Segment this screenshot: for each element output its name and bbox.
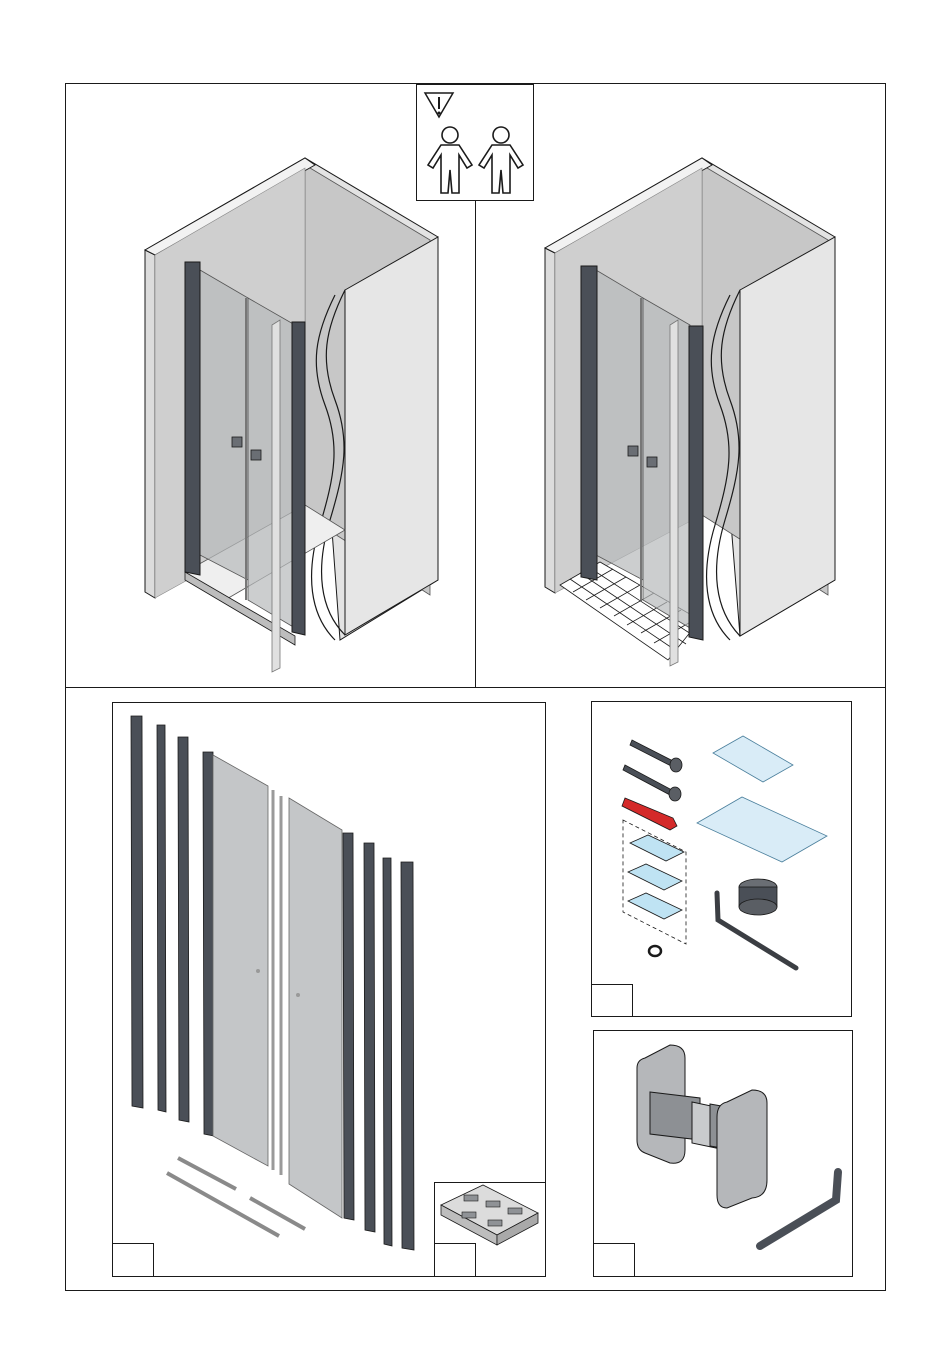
two-person-notice [416,84,534,201]
profiles-label-box [112,1243,154,1277]
person-icon [479,127,523,193]
vertical-divider [475,200,476,688]
handle-label-box [593,1243,635,1277]
end-cap-label-box [434,1243,476,1277]
handle-box [593,1030,853,1277]
warning-triangle-icon [417,85,535,202]
person-icon [428,127,472,193]
hardware-label-box [591,984,633,1017]
hardware-box [591,701,852,1017]
